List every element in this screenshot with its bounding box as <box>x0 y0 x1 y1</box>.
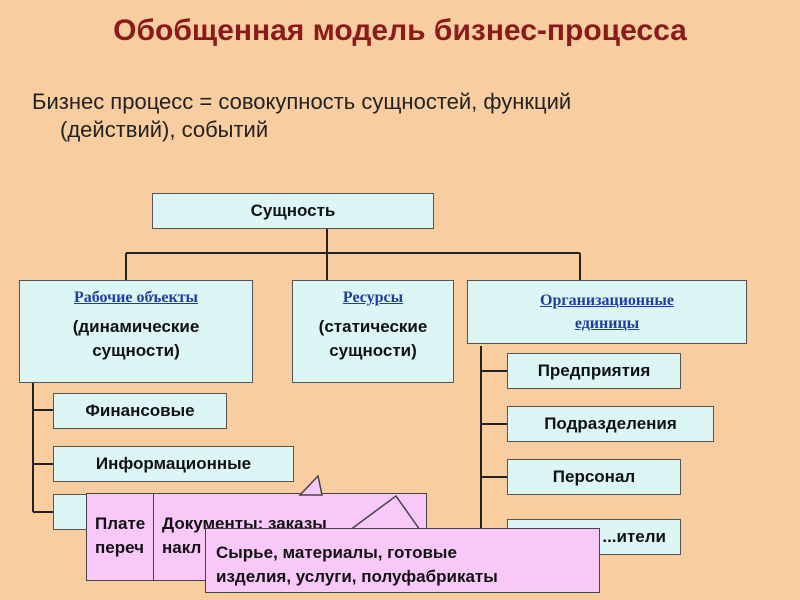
resources-desc-2: сущности) <box>329 341 417 360</box>
departments-box: Подразделения <box>507 406 714 442</box>
informational-box: Информационные <box>53 446 294 482</box>
materials-callout-line-2: изделия, услуги, полуфабрикаты <box>216 567 498 586</box>
work-objects-desc: (динамические сущности) <box>20 315 252 363</box>
financial-box: Финансовые <box>53 393 227 429</box>
work-objects-box: Рабочие объекты (динамические сущности) <box>19 280 253 383</box>
materials-callout-line-1: Сырье, материалы, готовые <box>216 543 457 562</box>
resources-box: Ресурсы (статические сущности) <box>292 280 454 383</box>
work-objects-desc-1: (динамические <box>72 317 200 336</box>
work-objects-link[interactable]: Рабочие объекты <box>73 289 199 306</box>
resources-desc-1: (статические <box>318 317 428 336</box>
definition-line-1: Бизнес процесс = совокупность сущностей,… <box>32 89 572 114</box>
personnel-box: Персонал <box>507 459 681 495</box>
documents-callout-line-2: накл <box>162 538 202 557</box>
org-units-link-1[interactable]: Организационные <box>540 292 674 309</box>
resources-link[interactable]: Ресурсы <box>342 289 404 306</box>
enterprises-box: Предприятия <box>507 353 681 389</box>
resources-desc: (статические сущности) <box>293 315 453 363</box>
materials-callout: Сырье, материалы, готовые изделия, услуг… <box>205 528 600 593</box>
definition-line-2: (действий), событий <box>60 117 269 142</box>
entity-box: Сущность <box>152 193 434 229</box>
payments-callout-line-2: переч <box>95 538 145 557</box>
page-title: Обобщенная модель бизнес-процесса <box>113 14 687 47</box>
work-objects-desc-2: сущности) <box>92 341 180 360</box>
definition-text: Бизнес процесс = совокупность сущностей,… <box>32 88 732 144</box>
payments-callout-line-1: Плате <box>95 514 146 533</box>
org-units-link-2[interactable]: единицы <box>574 315 640 332</box>
org-units-box: Организационные единицы <box>467 280 747 344</box>
